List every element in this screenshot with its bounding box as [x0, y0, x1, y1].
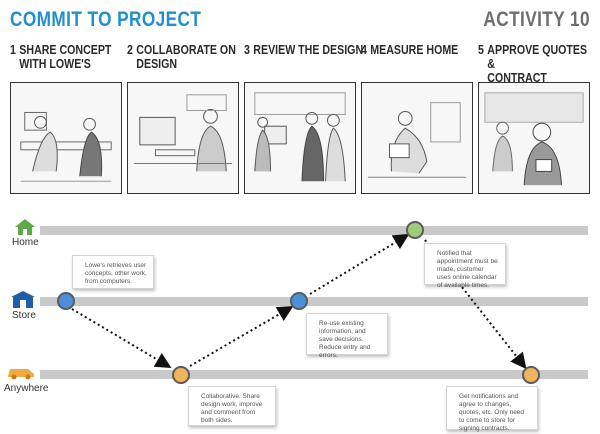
flow-arrow-1: [71, 308, 172, 369]
storyboard-panel-2: [127, 82, 239, 194]
sketch-approve-image: [484, 92, 584, 186]
step-text: COLLABORATE ON DESIGN: [136, 43, 236, 71]
sketch-measure-image: [367, 102, 467, 178]
note-review: Re-use existing information, and save de…: [306, 313, 388, 359]
lane-bar-home: [40, 226, 588, 235]
node-store-review: [290, 292, 308, 310]
node-anywhere-approve: [522, 366, 540, 384]
note-measure: Notified that appointment must be made, …: [424, 243, 506, 289]
flow-arrow-2: [189, 305, 294, 367]
note-share-concept: Lowe's retrieves user concepts, other wo…: [72, 255, 154, 289]
step-text: SHARE CONCEPT WITH LOWE'S: [19, 43, 112, 71]
lane-bar-anywhere: [40, 370, 588, 379]
page-title: COMMIT TO PROJECT: [10, 8, 202, 31]
step-number: 4: [361, 43, 367, 57]
lane-label-store: Store: [12, 310, 36, 321]
storyboard-panel-3: [244, 82, 356, 194]
storyboard-panel-5: [478, 82, 590, 194]
sketch-review-image: [254, 92, 346, 182]
store-icon: [11, 291, 35, 308]
lane-bar-store: [40, 297, 588, 306]
storyboard-panel-1: [10, 82, 122, 194]
step-number: 5: [478, 43, 484, 57]
node-home-measure: [406, 221, 424, 239]
flow-arrow-3: [309, 233, 410, 295]
step-text: REVIEW THE DESIGN: [253, 43, 364, 57]
car-icon: [8, 369, 34, 380]
step-number: 1: [10, 43, 16, 57]
lane-label-home: Home: [12, 237, 39, 248]
node-anywhere-collaborate: [172, 366, 190, 384]
activity-label: ACTIVITY 10: [483, 8, 590, 31]
storyboard-panel-4: [361, 82, 473, 194]
node-store-share: [57, 292, 75, 310]
step-number: 2: [127, 43, 133, 57]
sketch-consultation-image: [20, 111, 112, 182]
step-text: MEASURE HOME: [370, 43, 459, 57]
sketch-collaboration-image: [133, 94, 233, 172]
step-text: APPROVE QUOTES & CONTRACT: [487, 43, 588, 85]
step-number: 3: [244, 43, 250, 57]
lane-label-anywhere: Anywhere: [4, 383, 49, 394]
house-icon: [15, 219, 35, 235]
note-approve: Get notifications and agree to changes, …: [446, 386, 538, 432]
note-collaborate: Collaborative. Share design work, improv…: [188, 386, 276, 426]
